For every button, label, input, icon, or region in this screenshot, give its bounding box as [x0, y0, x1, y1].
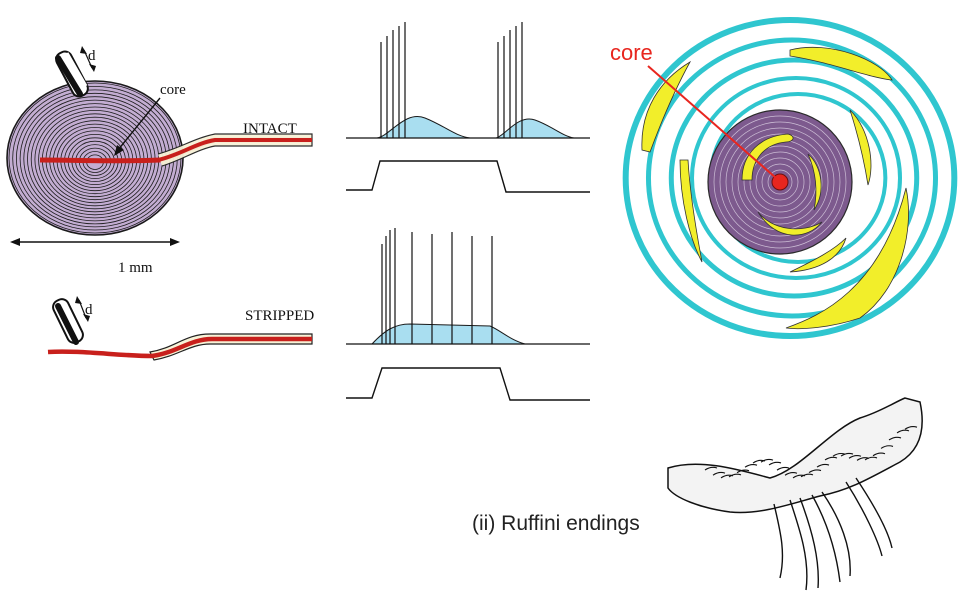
ruffini-ending-drawing: (ii) Ruffini endings	[472, 397, 923, 591]
scale-label: 1 mm	[118, 260, 153, 276]
core-label-right: core	[610, 40, 653, 65]
ruffini-capsule	[667, 397, 923, 514]
ruffini-caption: (ii) Ruffini endings	[472, 512, 640, 535]
intact-action-potentials	[380, 22, 523, 138]
core-pointer-line	[647, 65, 777, 179]
stripped-fiber: d STRIPPED	[47, 296, 314, 361]
intact-recording	[346, 22, 590, 193]
stripped-recording	[346, 228, 590, 401]
intact-stimulus-trace	[346, 160, 590, 193]
stripped-stimulus-trace	[346, 367, 590, 401]
probe-bottom	[52, 296, 90, 345]
stripped-receptor-potential	[370, 323, 526, 345]
intact-corpuscle: d core INTACT	[6, 46, 313, 236]
stripped-label: STRIPPED	[245, 308, 314, 324]
ruffini-fibrils	[704, 425, 918, 479]
outer-lamellae	[622, 17, 958, 339]
corpuscle-cross-section: core	[610, 17, 958, 339]
d-label-top: d	[88, 48, 96, 64]
inner-yellow-cleft-2	[807, 153, 822, 211]
stripped-action-potentials	[381, 228, 493, 344]
core-label-left: core	[160, 82, 186, 98]
probe-top	[55, 46, 96, 98]
scale-bar: 1 mm	[10, 238, 180, 276]
inner-core-lamellae	[713, 115, 847, 249]
stripped-axon	[47, 336, 312, 359]
intact-receptor-potential	[376, 116, 471, 139]
d-label-bottom: d	[85, 302, 93, 318]
core-pointer-arrow	[117, 97, 161, 151]
ruffini-nerve-fibers	[773, 477, 893, 591]
intact-label: INTACT	[243, 121, 297, 137]
fluid-spaces	[641, 46, 909, 330]
inner-yellow-cleft-3	[757, 211, 823, 236]
